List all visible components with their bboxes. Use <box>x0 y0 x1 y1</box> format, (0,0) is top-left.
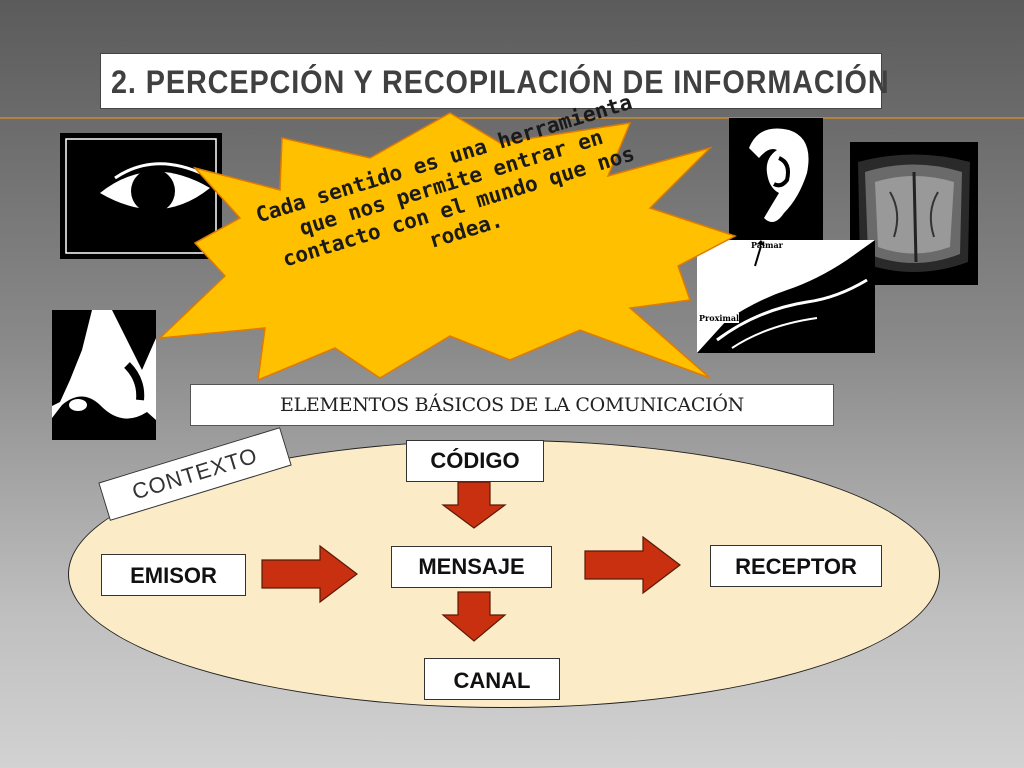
node-mensaje: MENSAJE <box>391 546 552 588</box>
arrow-right-mensaje <box>584 535 681 595</box>
elements-title: ELEMENTOS BÁSICOS DE LA COMUNICACIÓN <box>280 394 744 416</box>
node-emisor: EMISOR <box>101 554 246 596</box>
node-emisor-label: EMISOR <box>130 563 217 588</box>
proximal-label: Proximal <box>699 313 740 323</box>
arrow-right-emisor <box>261 544 358 604</box>
arrow-down-canal <box>441 591 507 642</box>
arrow-down-codigo <box>441 481 507 529</box>
node-codigo-label: CÓDIGO <box>430 448 520 473</box>
node-receptor-label: RECEPTOR <box>735 554 857 579</box>
node-codigo: CÓDIGO <box>406 440 544 482</box>
starburst-shape <box>157 112 737 382</box>
node-mensaje-label: MENSAJE <box>418 554 525 579</box>
ear-image <box>729 118 823 240</box>
eye-image <box>60 133 222 259</box>
slide-title-box: 2. PERCEPCIÓN Y RECOPILACIÓN DE INFORMAC… <box>100 53 889 109</box>
slide-title: 2. PERCEPCIÓN Y RECOPILACIÓN DE INFORMAC… <box>111 64 890 100</box>
hand-image: Palmar Proximal <box>697 240 875 353</box>
elements-title-box: ELEMENTOS BÁSICOS DE LA COMUNICACIÓN <box>190 384 834 426</box>
palmar-label: Palmar <box>751 240 783 250</box>
nose-image <box>52 310 156 440</box>
starburst-polygon <box>157 112 737 382</box>
node-canal: CANAL <box>424 658 560 700</box>
node-receptor: RECEPTOR <box>710 545 882 587</box>
title-rule <box>0 117 1024 119</box>
node-canal-label: CANAL <box>453 668 531 693</box>
